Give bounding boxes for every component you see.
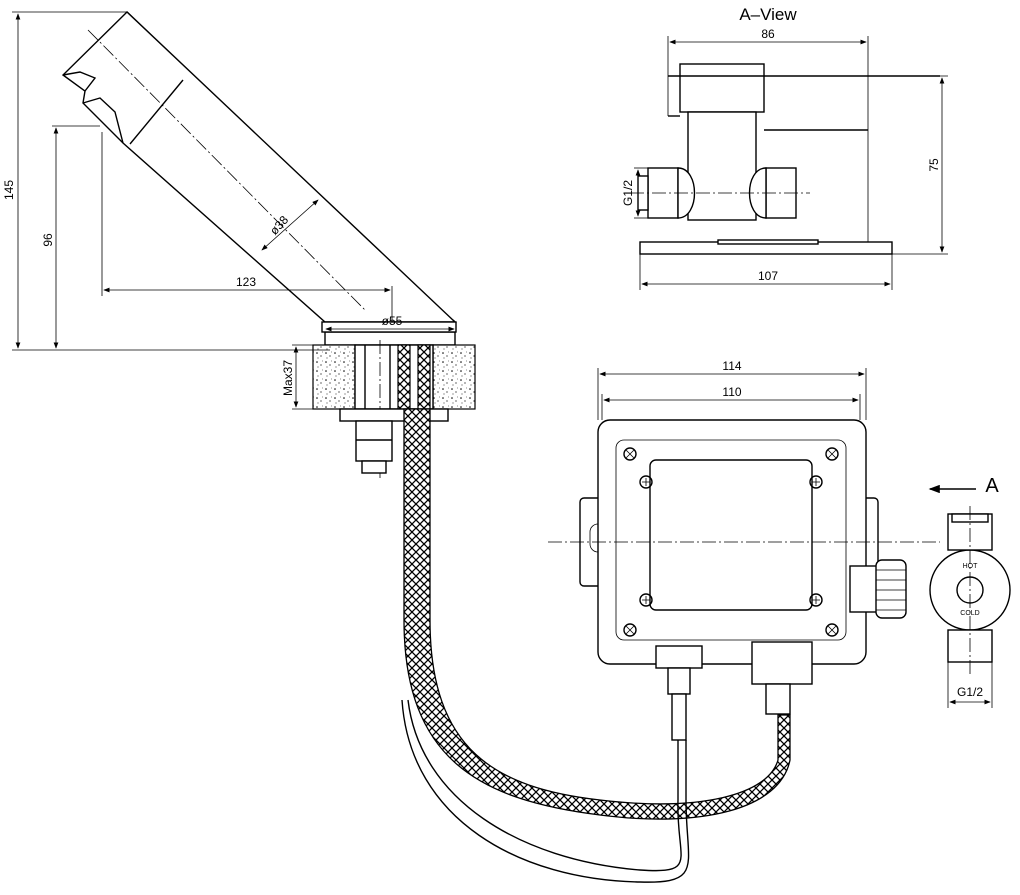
cover-screws — [623, 447, 839, 637]
valve-label-hot: HOT — [963, 563, 979, 570]
faucet-side-view: 145 96 123 ø38 ø55 Max37 — [2, 11, 476, 478]
sensor-cable-connector — [655, 645, 703, 669]
dim-spout-height: 96 — [41, 233, 55, 247]
dim-box-inner-width: 110 — [722, 385, 741, 399]
dim-max-deck: Max37 — [281, 360, 295, 396]
water-outlet-fitting — [751, 641, 813, 685]
inlet-nut — [849, 565, 879, 613]
control-box-drawing: 114 110 — [548, 359, 1011, 741]
a-view-drawing: A–View 86 75 107 — [621, 5, 948, 290]
countertop-right — [432, 344, 476, 410]
dim-box-outer-width: 114 — [722, 359, 741, 373]
faucet-body-outline — [61, 11, 457, 323]
control-box-cover — [649, 459, 813, 611]
dim-a-view-base-width: 107 — [758, 269, 778, 283]
dim-a-view-height: 75 — [927, 158, 941, 172]
deck-base-plate — [324, 331, 456, 346]
countertop-left — [312, 344, 356, 410]
a-view-title: A–View — [739, 5, 797, 24]
view-direction-label: A — [985, 475, 999, 497]
dim-reach: 123 — [236, 275, 256, 289]
braided-hose-main — [403, 408, 791, 820]
valve-top-block — [679, 63, 765, 113]
valve-label-cold: COLD — [960, 610, 979, 617]
dim-a-view-top-width: 86 — [761, 27, 775, 41]
braided-hoses — [401, 408, 791, 883]
dim-base-diameter: ø55 — [382, 314, 403, 328]
dim-total-height: 145 — [2, 180, 16, 200]
mounting-nut — [355, 420, 393, 462]
dim-a-view-thread: G1/2 — [621, 180, 635, 206]
dim-box-thread: G1/2 — [957, 685, 983, 699]
